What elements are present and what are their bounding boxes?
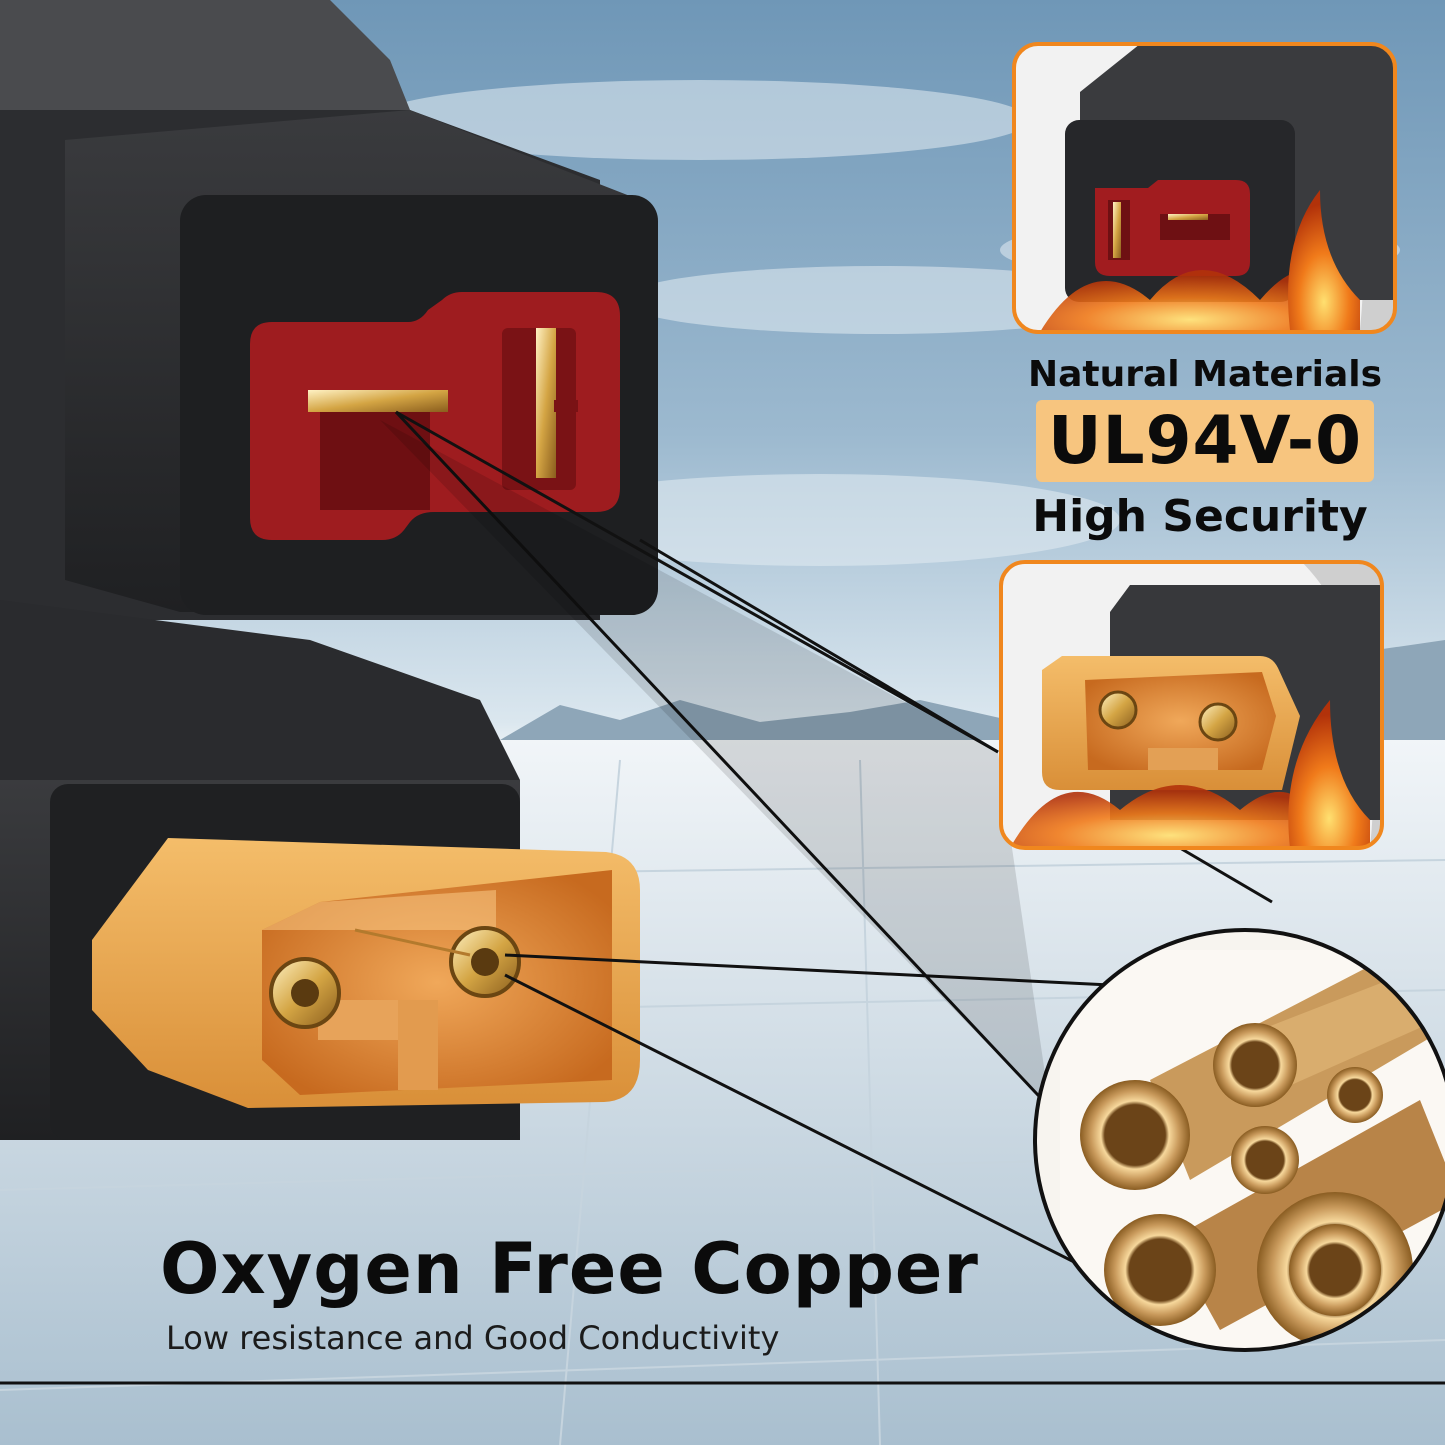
fire-section-title: Natural Materials [1027,354,1383,395]
deans-connector [0,0,658,620]
callout-lines [394,410,1273,1272]
copper-title: Oxygen Free Copper [160,1228,979,1310]
fire-test-deans-inset [1012,42,1397,334]
xt60-connector [0,600,640,1140]
ul-rating-badge [1036,400,1374,482]
copper-subtitle: Low resistance and Good Conductivity [166,1319,780,1357]
fire-test-xt60-inset [999,560,1384,850]
beam-shadow [380,420,1050,1108]
ul-rating-text: UL94V-0 [1047,402,1363,479]
fire-section-caption: High Security [1032,491,1368,542]
copper-tubes-inset [1033,928,1445,1352]
